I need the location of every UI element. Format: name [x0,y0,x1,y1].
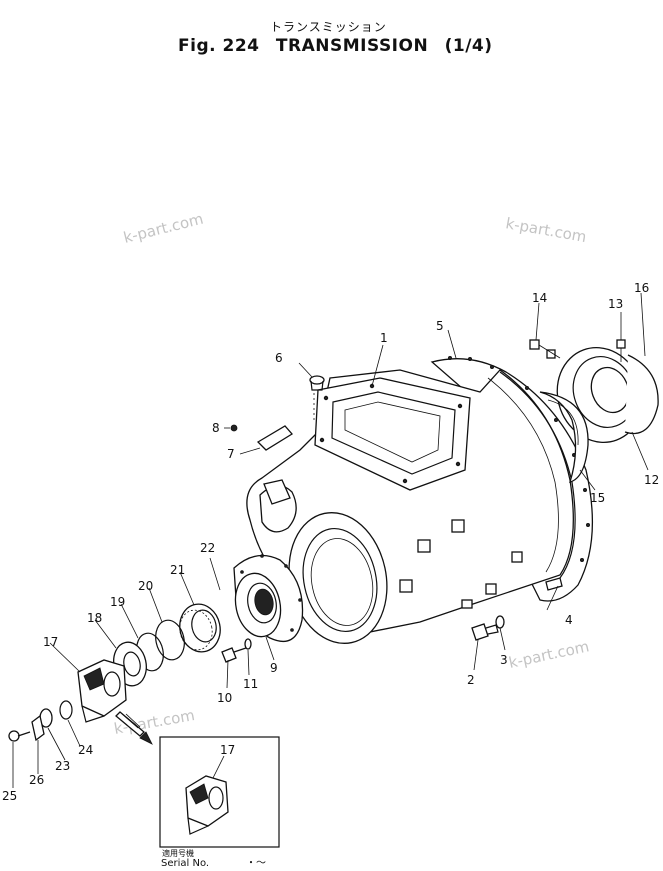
watermark-left: k-part.com [122,210,206,247]
callout-13: 13 [608,297,623,311]
watermark-lower-right: k-part.com [507,637,591,672]
callout-19: 19 [110,595,125,609]
callout-25: 25 [2,789,17,803]
callout-23: 23 [55,759,70,773]
yoke-17 [77,659,127,723]
o-ring-24 [59,700,73,720]
inset-callout-17: 17 [220,743,235,757]
callout-17: 17 [43,635,58,649]
leader-lines [12,292,649,788]
callout-10: 10 [217,691,232,705]
plug-6 [309,375,325,420]
inset-box: 17 適用号機 [159,736,280,858]
callout-18: 18 [87,611,102,625]
fig-label: Fig. 224 [178,36,260,56]
callout-3: 3 [500,653,508,667]
callout-16: 16 [634,281,649,295]
callout-12: 12 [644,473,659,487]
lock-plate-26 [31,714,45,742]
callout-5: 5 [436,319,444,333]
callout-numbers: 1 2 3 4 5 6 7 8 9 10 11 12 13 14 15 16 1… [2,281,659,803]
inset-pointer-arrow [115,711,153,745]
bearing-cage-22 [234,572,282,638]
pin-4 [545,577,563,591]
seal-ring-15 [539,391,589,483]
bolt-25 [8,730,31,742]
callout-20: 20 [138,579,153,593]
callout-14: 14 [532,291,547,305]
callout-2: 2 [467,673,475,687]
callout-11: 11 [243,677,258,691]
watermark-right: k-part.com [504,214,588,246]
callout-15: 15 [590,491,605,505]
japanese-title: トランスミッション [270,20,387,34]
callout-1: 1 [380,331,388,345]
callout-24: 24 [78,743,93,757]
serial-range: ・～ [246,858,266,869]
bolt-10 [221,647,247,663]
plate-7 [256,425,293,451]
callout-9: 9 [270,661,278,675]
callout-22: 22 [200,541,215,555]
callout-26: 26 [29,773,44,787]
figure-title: Fig. 224 TRANSMISSION (1/4) [178,36,503,56]
callout-4: 4 [565,613,573,627]
bolt-2 [471,623,499,641]
bearing-21 [179,603,221,653]
washer-11 [244,638,252,650]
bolt-14 [529,339,561,359]
washer-3 [495,615,505,629]
callout-7: 7 [227,447,235,461]
sheet-label: (1/4) [444,36,493,56]
title-text: TRANSMISSION [275,36,429,56]
serial-jp-label: 適用号機 [162,848,194,858]
callout-8: 8 [212,421,220,435]
callout-6: 6 [275,351,283,365]
screw-8 [230,424,238,432]
snap-ring-20 [155,619,185,661]
serial-label: Serial No. [161,858,209,869]
inset-yoke-17 [185,775,229,835]
transmission-housing-1 [246,369,576,644]
callout-21: 21 [170,563,185,577]
